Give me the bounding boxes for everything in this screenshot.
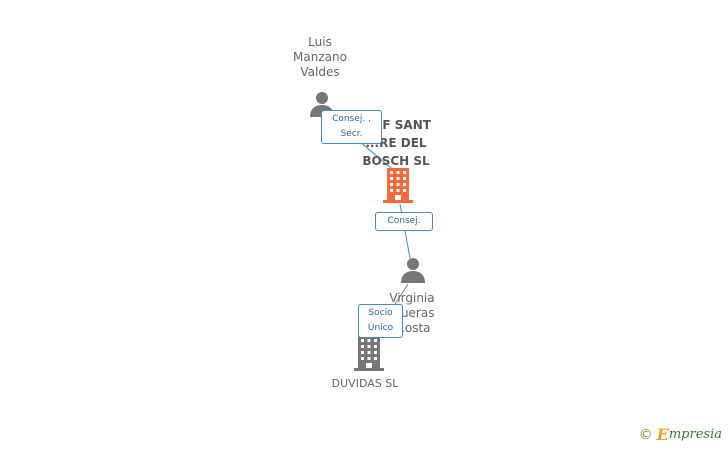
copyright-icon: © xyxy=(638,426,653,443)
person-name-luis[interactable]: Luis Manzano Valdes xyxy=(293,35,347,79)
role-badge-consej[interactable]: Consej. xyxy=(375,212,433,231)
empresia-watermark: © E mpresia xyxy=(639,425,722,444)
company-name-duvidas[interactable]: DUVIDAS SL xyxy=(331,377,399,390)
empresia-logo-letter: E xyxy=(656,425,669,444)
building-icon[interactable] xyxy=(381,168,415,204)
empresia-logo-text: mpresia xyxy=(668,427,722,442)
person-icon[interactable] xyxy=(399,256,427,284)
role-badge-socio-unico[interactable]: Socio Único xyxy=(358,304,403,338)
role-badge-consej-secr[interactable]: Consej. , Secr. xyxy=(321,110,382,144)
building-icon[interactable] xyxy=(352,336,386,372)
